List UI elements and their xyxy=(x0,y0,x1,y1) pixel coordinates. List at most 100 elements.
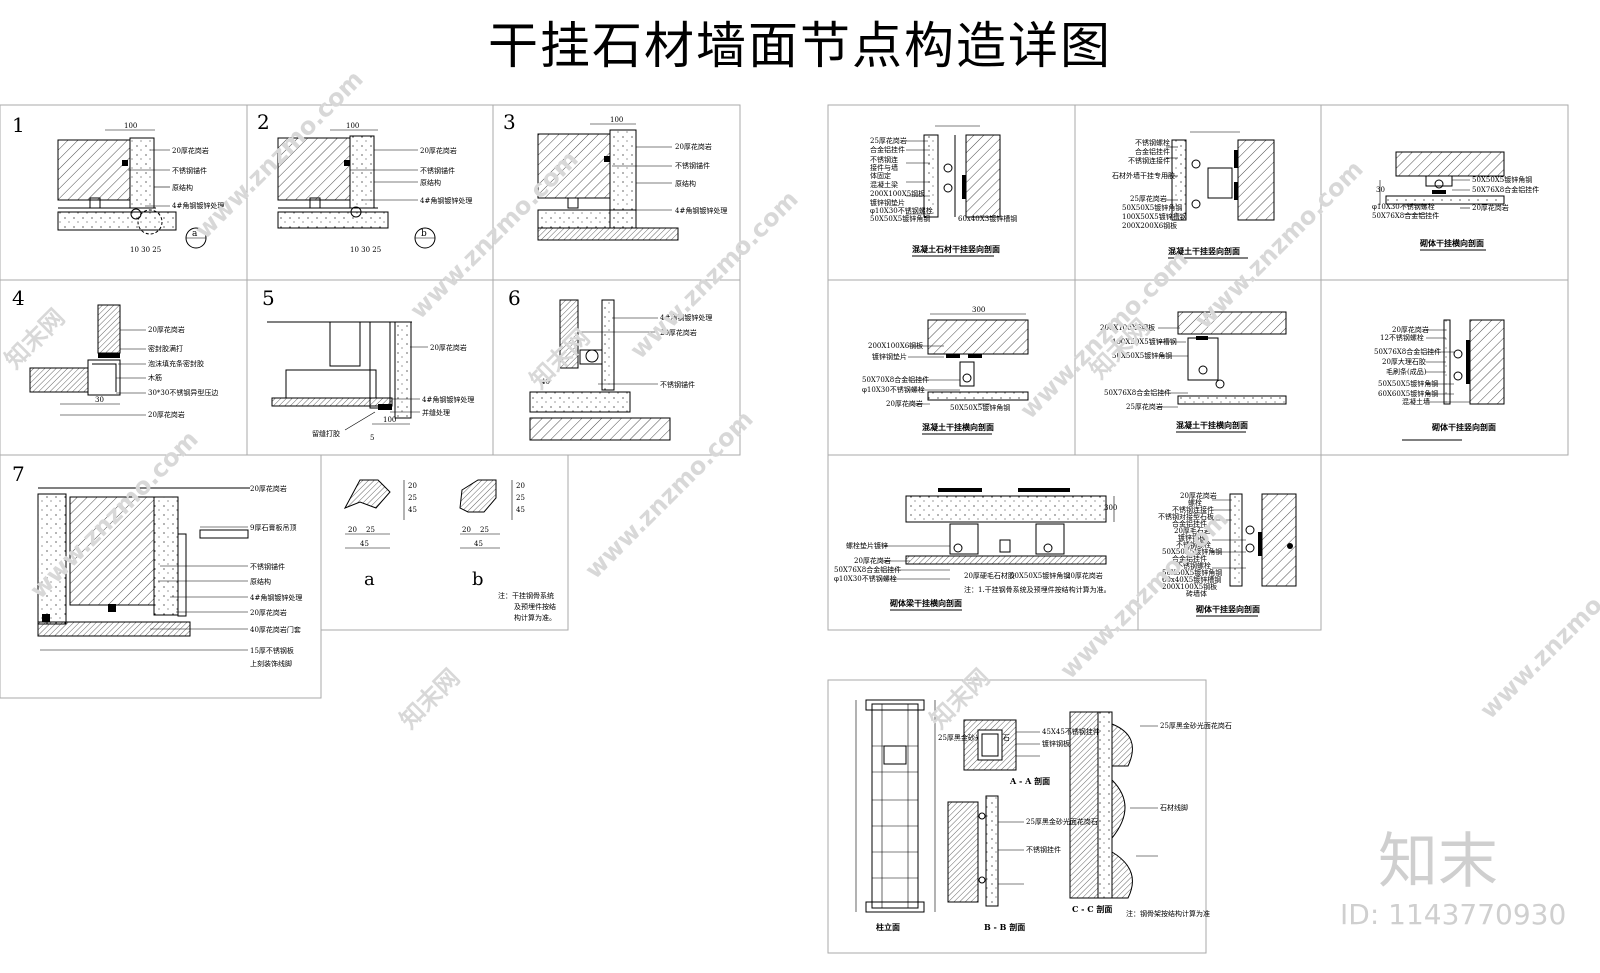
panel-number-1: 1 xyxy=(12,113,25,137)
label: φ10X30不锈钢螺栓 xyxy=(870,206,933,215)
label: 25厚黑金砂光面花岗石 xyxy=(1160,721,1232,730)
label: 50X76X8合金铝挂件 xyxy=(1374,347,1441,356)
label: 20厚花岗岩 xyxy=(430,343,467,352)
dim: 25 xyxy=(408,494,417,502)
dim: 20 xyxy=(408,482,417,490)
label: 不锈钢连接件 xyxy=(1128,156,1170,165)
dim-side: 40 xyxy=(541,378,550,386)
label: 注：钢骨架按结构计算为准 xyxy=(1126,909,1210,918)
label: 40厚花岗岩门套 xyxy=(250,625,301,634)
label: 石材线脚 xyxy=(1160,803,1188,812)
label: 20厚花岗岩 xyxy=(1472,203,1509,212)
label: 镀锌钢板 xyxy=(1178,533,1206,542)
page-title: 干挂石材墙面节点构造详图 xyxy=(488,17,1112,75)
dim-bottom: 10 30 25 xyxy=(350,246,381,254)
label: 50X50X5镀锌角钢 xyxy=(1162,547,1222,556)
label: 200X100X5钢板 xyxy=(1162,582,1217,591)
label: 石材外墙干挂专用胶 xyxy=(1112,171,1175,180)
label: 密封胶满打 xyxy=(148,344,183,353)
label: 50X50X5镀锌角钢 xyxy=(1010,571,1070,580)
label: 上刻装饰线脚 xyxy=(250,659,292,668)
column-detail-panel: 25厚黑金砂光面花岗石 柱立面 45X45不锈钢挂件 镀锌钢板 A - A 剖面… xyxy=(855,699,1232,932)
label: 50X50X5镀锌角钢 xyxy=(950,403,1010,412)
brand-logo: 知末 ID: 1143770930 xyxy=(1340,827,1566,931)
watermark-layer: www.znzmo.com www.znzmo.com www.znzmo.co… xyxy=(0,65,1600,734)
label: 200X100X5钢板 xyxy=(870,189,925,198)
label: 20厚硬毛石材胶 xyxy=(964,571,1015,580)
right-detail-7: 300 螺栓垫片镀锌 20厚花岗岩 50X76X8合金铝挂件 φ10X30不锈钢… xyxy=(834,488,1117,611)
label: 20厚花岗岩 xyxy=(148,325,185,334)
dim: 20 xyxy=(348,526,357,534)
logo-text: 知末 xyxy=(1378,827,1498,897)
label: 20厚花岗岩 xyxy=(854,556,891,565)
panel-number-3: 3 xyxy=(503,110,516,134)
label: 20厚毛石岩 xyxy=(1174,526,1211,535)
label: 螺栓 xyxy=(1188,498,1202,507)
label: 体固定 xyxy=(870,171,891,180)
label: 合金铝挂件 xyxy=(1172,519,1207,528)
dim: 300 xyxy=(972,306,985,314)
dim-top: 100 xyxy=(610,116,623,124)
label: 不锈钢锚件 xyxy=(675,161,710,170)
callout-a: a xyxy=(192,229,198,239)
dim: 45 xyxy=(360,540,369,548)
caption: 砌体梁干挂横向剖面 xyxy=(889,598,962,608)
caption: 砌体干挂横向剖面 xyxy=(1419,238,1484,248)
dim: 20 xyxy=(516,482,525,490)
caption: B - B 剖面 xyxy=(984,922,1025,932)
label: 原结构 xyxy=(675,179,696,188)
label: 木筋 xyxy=(148,373,162,382)
label: 20厚花岗岩 xyxy=(886,399,923,408)
label: 接件与墙 xyxy=(870,163,898,172)
label: φ10X30不锈钢螺栓 xyxy=(862,385,925,394)
label: 20厚花岗岩 xyxy=(660,328,697,337)
right-detail-8: 20厚花岗岩 螺栓 不锈钢连接件 不锈钢对接型石板 合金铝挂件 20厚毛石岩 镀… xyxy=(1158,491,1297,617)
left-panel-grid xyxy=(0,104,741,699)
label: 4#角钢镀锌处理 xyxy=(660,313,712,322)
caption: 砌体干挂竖向剖面 xyxy=(1195,604,1260,614)
caption: 柱立面 xyxy=(876,922,900,932)
label: φ10X30不锈钢螺栓 xyxy=(834,574,897,583)
label: 50X50X5镀锌角钢 xyxy=(1472,175,1532,184)
caption: 混凝土干挂竖向剖面 xyxy=(1168,246,1240,256)
dim: 25 xyxy=(480,526,489,534)
dim-small: 5 xyxy=(370,434,374,442)
detail-2: 100 10 30 25 b 20厚花岗岩 不锈钢锚件 原结构 4#角钢镀锌处理 xyxy=(277,122,472,254)
label: 留缝打胶 xyxy=(312,429,340,438)
dim-top: 100 xyxy=(346,122,359,130)
watermark-brand: 知末网 xyxy=(394,664,465,735)
label: 25厚花岗岩 xyxy=(1130,194,1167,203)
caption: 混凝土干挂横向剖面 xyxy=(1176,420,1248,430)
label: 20厚花岗岩 xyxy=(250,608,287,617)
label: 不锈钢锚件 xyxy=(172,166,207,175)
dim-bottom: 100 xyxy=(383,416,396,424)
watermark-text: www.znzmo.com xyxy=(1189,155,1368,334)
label: 4#角钢镀锌处理 xyxy=(675,206,727,215)
label: 12不锈钢螺栓 xyxy=(1380,333,1424,342)
label: 不锈钢螺栓 xyxy=(1135,138,1170,147)
label: 不锈钢挂件 xyxy=(1026,845,1061,854)
label: 50X50X5镀锌角钢 xyxy=(1162,568,1222,577)
label: 4#角钢镀锌处理 xyxy=(250,593,302,602)
right-panel-grid xyxy=(827,104,1569,954)
dim-top: 100 xyxy=(124,122,137,130)
svg-text:构计算为准。: 构计算为准。 xyxy=(514,613,556,622)
label: 合金铝挂件 xyxy=(1135,147,1170,156)
detail-4: 30 20厚花岗岩 密封胶满打 泡沫填充条密封胶 木筋 30*30不锈钢异型压边… xyxy=(29,304,218,419)
label: 20厚花岗岩 xyxy=(1392,325,1429,334)
label: 9厚石膏板吊顶 xyxy=(250,523,296,532)
label: 混凝土梁 xyxy=(870,180,898,189)
caption: C - C 剖面 xyxy=(1072,904,1112,914)
label: 20厚花岗岩 xyxy=(172,146,209,155)
label: 镀锌钢垫片 xyxy=(870,198,905,207)
label: 不锈钢锚件 xyxy=(660,380,695,389)
label: 混凝土墙 xyxy=(1402,397,1430,406)
panel-number-4: 4 xyxy=(12,286,25,310)
label: 60X60X5镀锌角钢 xyxy=(1378,389,1438,398)
detail-3: 100 20厚花岗岩 不锈钢锚件 原结构 4#角钢镀锌处理 xyxy=(537,116,727,241)
label: 100X50X5镀锌槽钢 xyxy=(1122,212,1187,221)
panel-number-5: 5 xyxy=(262,286,275,310)
label: φ10X30不锈钢螺栓 xyxy=(1372,202,1435,211)
dim: 45 xyxy=(474,540,483,548)
